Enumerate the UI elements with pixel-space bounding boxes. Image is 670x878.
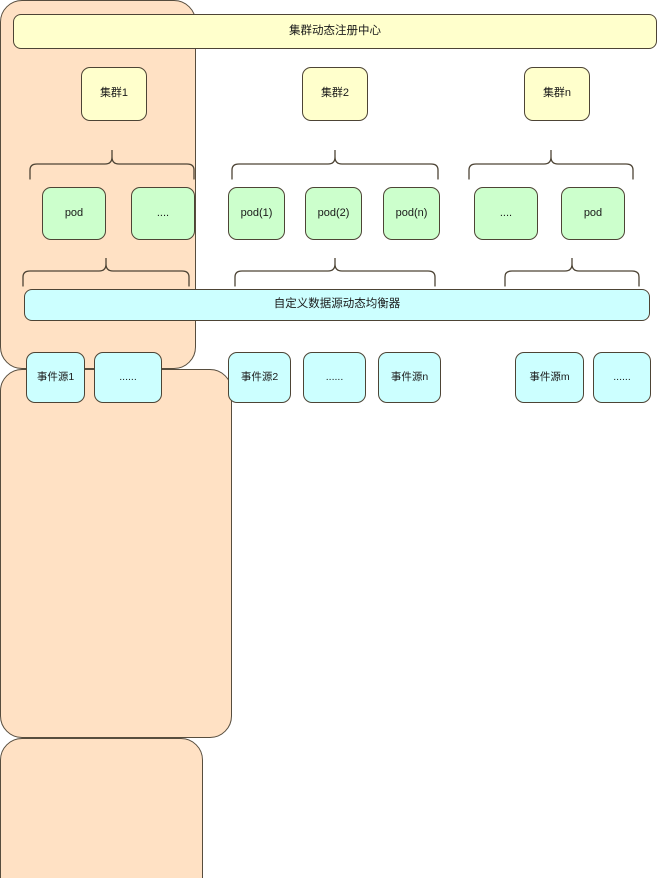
brace-cluster-to-pods-2 <box>231 150 439 180</box>
pod-box: pod(n) <box>383 187 440 240</box>
event-source-box: 事件源m <box>515 352 584 403</box>
pod-box: pod <box>561 187 625 240</box>
cluster-panel-3 <box>0 738 203 878</box>
brace-cluster-to-pods-3 <box>468 150 634 180</box>
event-source-box: ...... <box>593 352 651 403</box>
pod-box: .... <box>474 187 538 240</box>
pod-box: pod(2) <box>305 187 362 240</box>
cluster-title-2: 集群2 <box>302 67 368 121</box>
dynamic-balancer-bar: 自定义数据源动态均衡器 <box>24 289 650 321</box>
event-source-box: ...... <box>94 352 162 403</box>
cluster-title-1: 集群1 <box>81 67 147 121</box>
pod-box: pod <box>42 187 106 240</box>
event-source-box: ...... <box>303 352 366 403</box>
registry-center-box: 集群动态注册中心 <box>13 14 657 49</box>
brace-pods-to-balancer-2 <box>234 258 436 287</box>
event-source-box: 事件源n <box>378 352 441 403</box>
brace-pods-to-balancer-3 <box>504 258 640 287</box>
cluster-title-3: 集群n <box>524 67 590 121</box>
pod-box: .... <box>131 187 195 240</box>
pod-box: pod(1) <box>228 187 285 240</box>
cluster-panel-2 <box>0 369 232 738</box>
event-source-box: 事件源2 <box>228 352 291 403</box>
event-source-box: 事件源1 <box>26 352 85 403</box>
